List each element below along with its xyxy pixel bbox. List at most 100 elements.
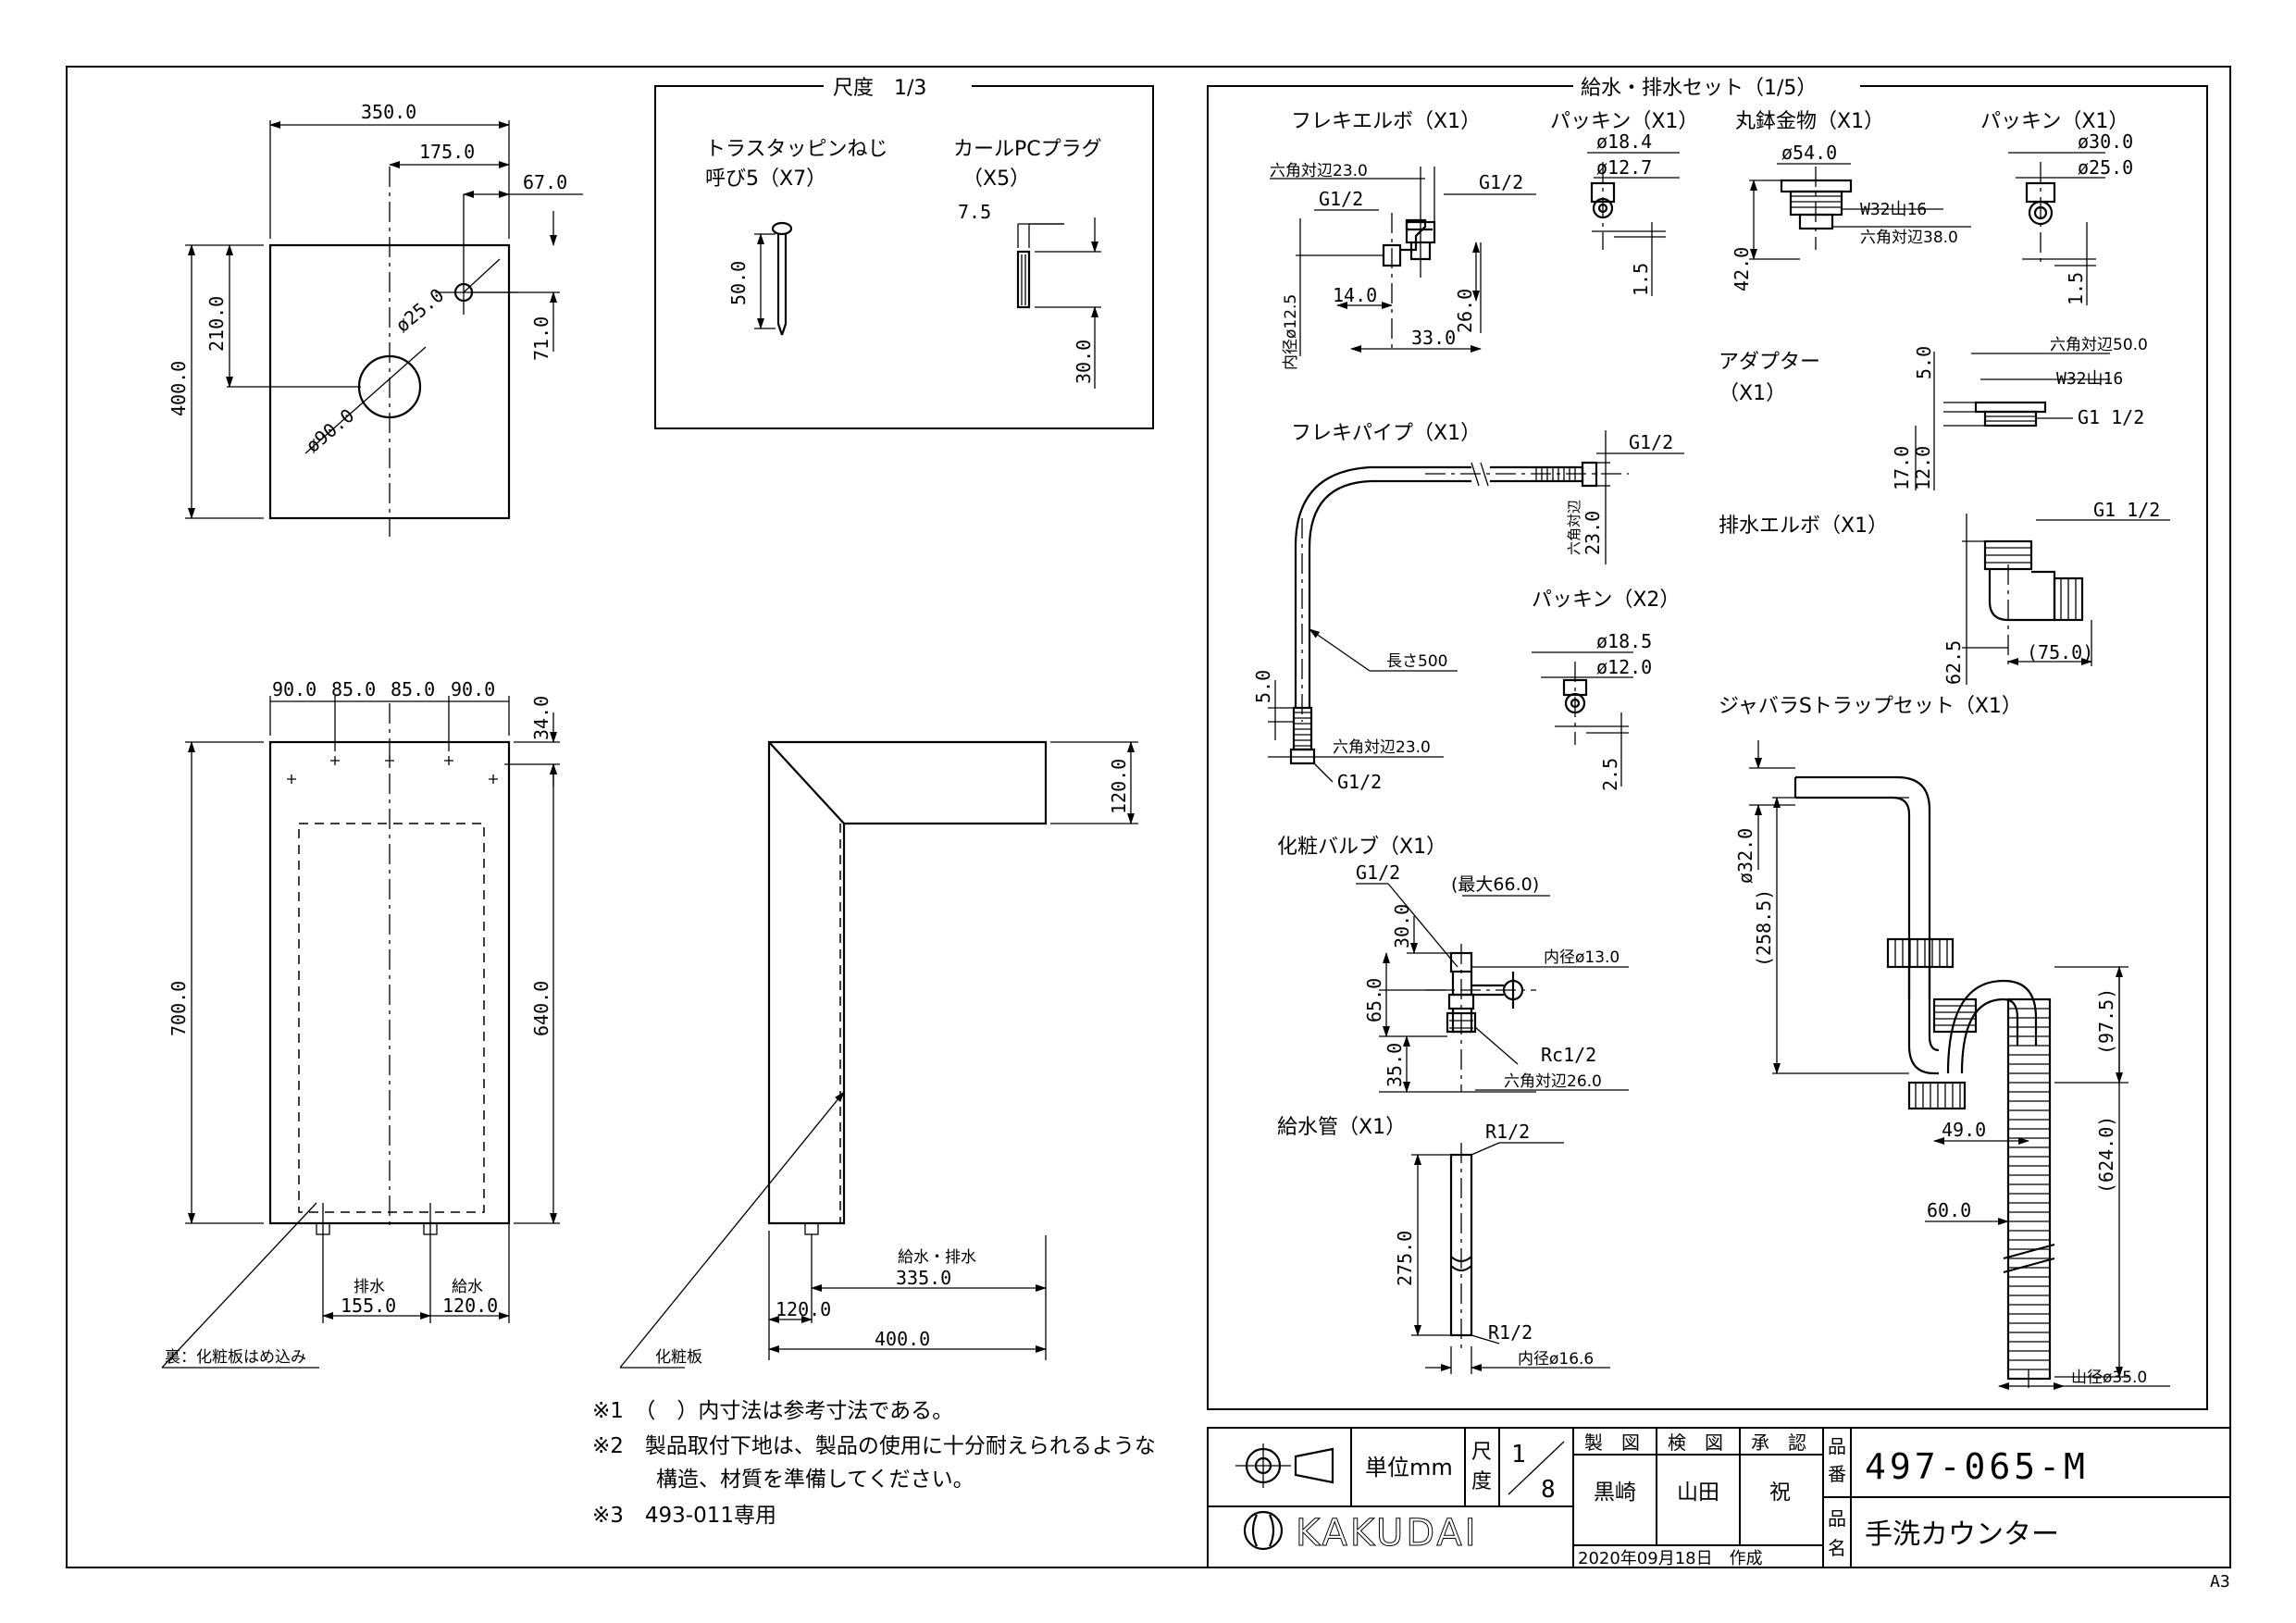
valve-hex26: 六角対辺26.0 [1504,1072,1602,1091]
dim-85-right: 85.0 [391,678,435,700]
flexi-elbow-hex: 六角対辺23.0 [1270,162,1368,180]
role-approver: 承 認 [1751,1431,1806,1454]
drain-elbow-75: (75.0) [2027,641,2093,663]
s-trap-crest: 山径ø35.0 [2071,1369,2147,1387]
s-trap-title: ジャバラSトラップセット（X1） [1719,695,2022,718]
screw-drawing: 50.0 [727,221,793,336]
part-number: 497-065-M [1865,1446,2089,1487]
adapter-12: 12.0 [1912,446,1934,490]
packing-1-title: パッキン（X1） [1550,110,1698,133]
label-drain: 排水 [354,1278,385,1296]
adapter-title: アダプター [1719,351,1820,374]
part-name-label-2: 名 [1828,1537,1846,1559]
part-s-trap: ジャバラSトラップセット（X1） ø32.0 (258.5) (97.5) 49… [1719,695,2170,1390]
parts-box-title: 給水・排水セット（1/5） [1581,77,1817,100]
label-supply: 給水 [452,1278,483,1296]
dim-67: 67.0 [523,171,567,193]
part-no-label-2: 番 [1828,1463,1846,1485]
supply-pipe-275: 275.0 [1394,1231,1416,1286]
s-trap-97-5: (97.5) [2095,988,2117,1055]
dim-120-bottom: 120.0 [776,1298,831,1320]
kakudai-logo: KAKUDAI [1243,1510,1479,1555]
part-round-fitting: 丸鉢金物（X1） ø54.0 W32山16 六角対辺38.0 42.0 [1731,110,1971,291]
sheet-border [66,66,2231,1568]
title-block: 単位mm 尺 度 1 8 製 図 検 図 承 認 黒崎 山田 祝 2020年09… [1207,1427,2231,1568]
notes: ※1 （ ）内寸法は参考寸法である。 ※2 製品取付下地は、製品の使用に十分耐え… [592,1399,1156,1528]
packing-3-id: ø12.0 [1596,656,1652,678]
supply-pipe-r12-top: R1/2 [1485,1121,1530,1143]
unit-label: 単位mm [1365,1455,1453,1481]
valve-g12: G1/2 [1356,861,1400,884]
dim-210: 210.0 [205,296,228,352]
sheet-size: A3 [2210,1572,2230,1592]
plug-label: カールPCプラグ [953,138,1102,161]
flexi-elbow-g12-right: G1/2 [1479,171,1523,193]
dim-plug-7-5: 7.5 [958,201,991,223]
packing-3-thk: 2.5 [1599,758,1621,791]
name-checker: 山田 [1677,1481,1719,1505]
scale-value: 1 8 [1508,1441,1565,1504]
scale-box: 尺度 1/3 トラスタッピンねじ 呼び5（X7） カールPCプラグ （X5） 5… [654,74,1154,429]
flexi-elbow-33: 33.0 [1411,327,1456,349]
s-trap-49: 49.0 [1942,1119,1986,1141]
dim-dia90: ø90.0 [302,404,359,457]
dim-640: 640.0 [530,981,552,1036]
valve-65: 65.0 [1363,978,1385,1022]
dim-34: 34.0 [530,696,552,740]
dim-90-left: 90.0 [272,678,316,700]
scale-numerator: 1 [1511,1441,1526,1468]
valve-title: 化粧バルブ（X1） [1277,836,1446,859]
part-supply-pipe: 給水管（X1） R1/2 275.0 R1/2 内径ø16.6 [1277,1116,1610,1374]
round-fitting-title: 丸鉢金物（X1） [1735,110,1884,133]
role-checker: 検 図 [1668,1431,1723,1454]
adapter-count: （X1） [1719,382,1786,405]
flexi-pipe-length: 長さ500 [1386,652,1447,671]
note-2: ※2 製品取付下地は、製品の使用に十分耐えられるような [592,1434,1156,1458]
flexi-elbow-26: 26.0 [1454,289,1476,333]
flexi-pipe-5: 5.0 [1252,670,1274,703]
valve-id13: 内径ø13.0 [1544,948,1620,967]
valve-max66: (最大66.0) [1451,874,1539,895]
part-drain-elbow: 排水エルボ（X1） G1 1/2 62.5 (75.0) [1719,499,2170,685]
part-no-label-1: 品 [1828,1435,1846,1457]
dim-155: 155.0 [341,1295,396,1317]
screw-spec: 呼び5（X7） [705,167,826,191]
flexi-pipe-title: フレキパイプ（X1） [1291,422,1481,445]
part-flexi-pipe: フレキパイプ（X1） G1/2 六角対辺 23.0 長さ500 5.0 六角対辺… [1252,422,1684,793]
adapter-17: 17.0 [1891,446,1913,490]
label-back-panel: 裏：化粧板はめ込み [165,1347,306,1367]
adapter-5: 5.0 [1913,346,1935,379]
valve-30: 30.0 [1391,904,1413,948]
dim-120-front: 120.0 [442,1295,498,1317]
creation-date: 2020年09月18日 作成 [1578,1549,1763,1568]
scale-label-1: 尺 [1471,1441,1492,1464]
round-fitting-hex: 六角対辺38.0 [1860,229,1958,247]
note-2-cont: 構造、材質を準備してください。 [592,1468,974,1492]
scale-denominator: 8 [1541,1476,1556,1504]
s-trap-624: (624.0) [2095,1116,2117,1194]
packing-2-title: パッキン（X1） [1980,110,2128,133]
dim-90-right: 90.0 [451,678,495,700]
part-adapter: アダプター （X1） 5.0 六角対辺50.0 W32山16 17.0 12.0… [1719,336,2148,490]
scale-label-2: 度 [1471,1470,1492,1493]
parts-box: 給水・排水セット（1/5） [1207,74,2208,1410]
flexi-pipe-hex-top-value: 23.0 [1582,511,1604,555]
supply-pipe-title: 給水管（X1） [1277,1116,1406,1139]
label-decor-panel: 化粧板 [655,1348,702,1367]
dim-plug-30: 30.0 [1073,340,1095,384]
dim-85-left: 85.0 [331,678,376,700]
packing-2-thk: 1.5 [2065,272,2087,305]
top-view: 350.0 175.0 67.0 400.0 210.0 71.0 ø25.0 … [168,101,583,537]
flexi-pipe-hex-bottom: 六角対辺23.0 [1333,738,1431,757]
part-packing-3: パッキン（X2） ø18.5 ø12.0 2.5 [1532,588,1680,791]
packing-3-od: ø18.5 [1596,630,1652,652]
brand-name: KAKUDAI [1296,1512,1479,1555]
note-1: ※1 （ ）内寸法は参考寸法である。 [592,1399,953,1423]
flexi-elbow-title: フレキエルボ（X1） [1291,110,1481,133]
dim-350: 350.0 [361,101,416,123]
s-trap-60: 60.0 [1927,1199,1971,1221]
drain-elbow-62-5: 62.5 [1942,640,1965,685]
supply-pipe-r12-bottom: R1/2 [1488,1321,1533,1344]
dim-dia25: ø25.0 [391,284,449,337]
